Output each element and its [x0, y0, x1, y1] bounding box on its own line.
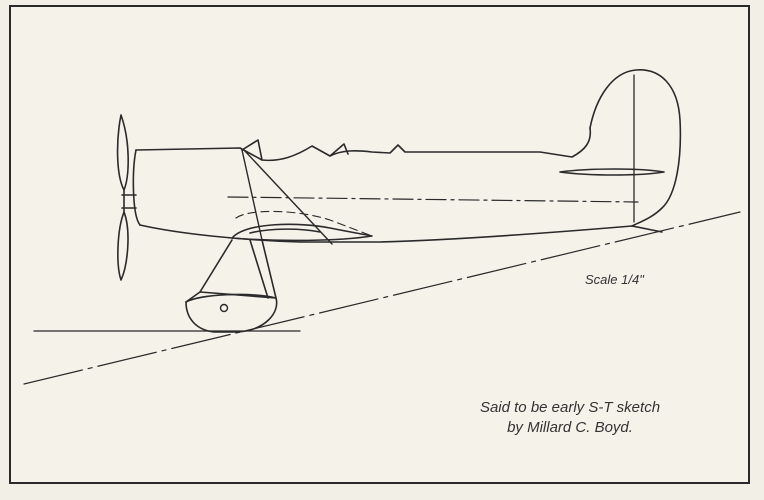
- landing-gear-leg-rear: [261, 239, 277, 299]
- wheel-axle: [219, 303, 229, 313]
- fuselage-bottom: [139, 224, 663, 243]
- rear-cockpit-notch: [329, 143, 349, 157]
- thrust-line: [227, 196, 639, 203]
- front-cockpit-notch: [241, 139, 263, 161]
- propeller-upper-blade: [116, 114, 129, 191]
- fuselage-top: [135, 127, 592, 162]
- fin-and-rudder: [589, 69, 682, 227]
- front-wing-strut: [241, 149, 263, 241]
- horizontal-stabilizer: [559, 168, 665, 176]
- wing-airfoil: [231, 223, 373, 242]
- ground-slope-line: [23, 211, 741, 385]
- caption-line-2: by Millard C. Boyd.: [507, 419, 633, 436]
- rear-wing-strut: [243, 149, 333, 245]
- drawing-frame: [9, 5, 750, 484]
- propeller-lower-blade: [117, 211, 129, 281]
- wheel-pant: [185, 293, 278, 333]
- fuselage-nose: [132, 149, 141, 226]
- caption: Said to be early S-T sketch by Millard C…: [440, 398, 700, 438]
- scale-label: Scale 1/4": [585, 272, 644, 287]
- wing-dashed-fillet: [235, 210, 373, 237]
- caption-line-1: Said to be early S-T sketch: [479, 399, 661, 416]
- wing-inner-outline: [249, 228, 321, 234]
